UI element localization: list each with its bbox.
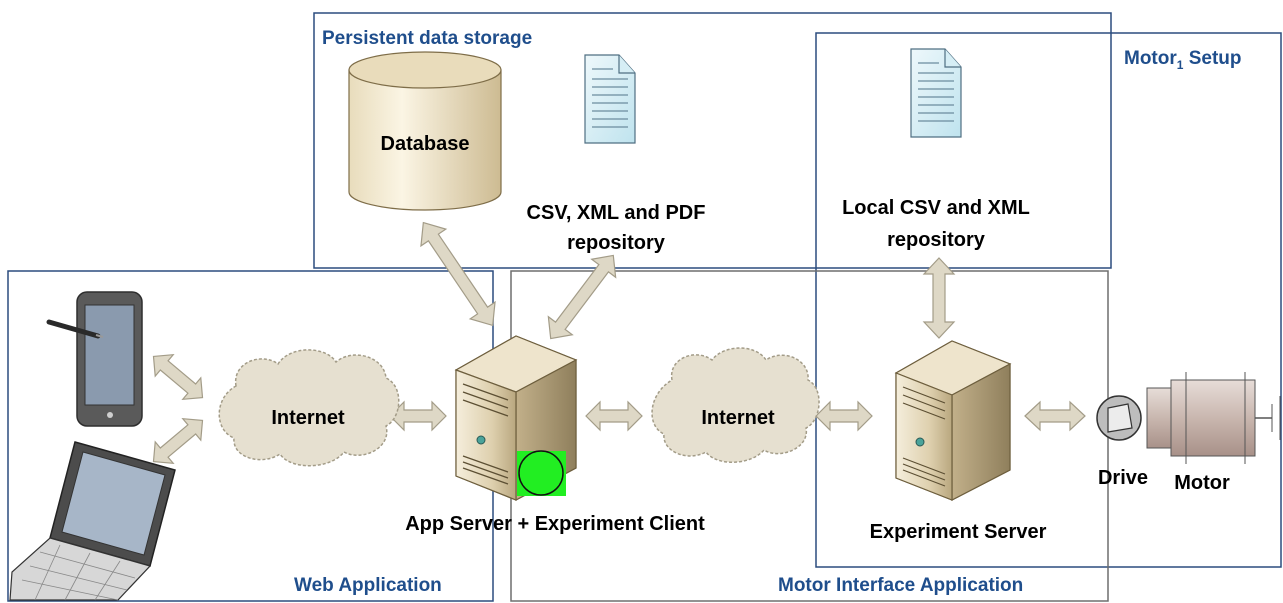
server-icon	[894, 340, 1012, 501]
double-arrow	[815, 400, 873, 432]
document-icon	[584, 54, 636, 144]
experiment-server-label: Experiment Server	[870, 521, 1047, 543]
internet-left-label: Internet	[271, 407, 345, 429]
csv-repo-label-line1: CSV, XML and PDF	[527, 202, 706, 224]
database-icon	[348, 51, 502, 211]
motor-setup-title: Motor1 Setup	[1124, 48, 1242, 72]
double-arrow	[152, 353, 204, 401]
drive-label: Drive	[1098, 467, 1148, 489]
tablet-icon	[46, 291, 143, 427]
double-arrow	[389, 400, 447, 432]
local-repo-label-line2: repository	[887, 229, 986, 251]
double-arrow	[152, 417, 204, 465]
local-repo-label-line1: Local CSV and XML	[842, 197, 1030, 219]
persistent-storage-group	[313, 12, 1112, 269]
internet-right-label: Internet	[701, 407, 775, 429]
motor-setup-group	[815, 32, 1282, 568]
cloud-icon	[651, 347, 820, 463]
database-label: Database	[381, 133, 470, 155]
web-application-title: Web Application	[294, 575, 442, 596]
double-arrow	[420, 221, 496, 327]
motor-label: Motor	[1174, 472, 1230, 494]
app-server-label: App Server + Experiment Client	[405, 513, 705, 535]
motor-interface-group	[510, 270, 1109, 602]
double-arrow	[547, 254, 617, 340]
double-arrow	[922, 257, 956, 339]
laptop-icon	[9, 441, 176, 601]
csv-repo-label-line2: repository	[567, 232, 666, 254]
cloud-icon	[218, 349, 400, 467]
drive-icon	[1096, 395, 1142, 441]
motor-icon	[1146, 372, 1281, 464]
double-arrow	[585, 400, 643, 432]
persistent-storage-title: Persistent data storage	[322, 28, 532, 49]
motor-interface-title: Motor Interface Application	[778, 575, 1023, 596]
document-icon	[910, 48, 962, 138]
double-arrow	[1024, 400, 1086, 432]
